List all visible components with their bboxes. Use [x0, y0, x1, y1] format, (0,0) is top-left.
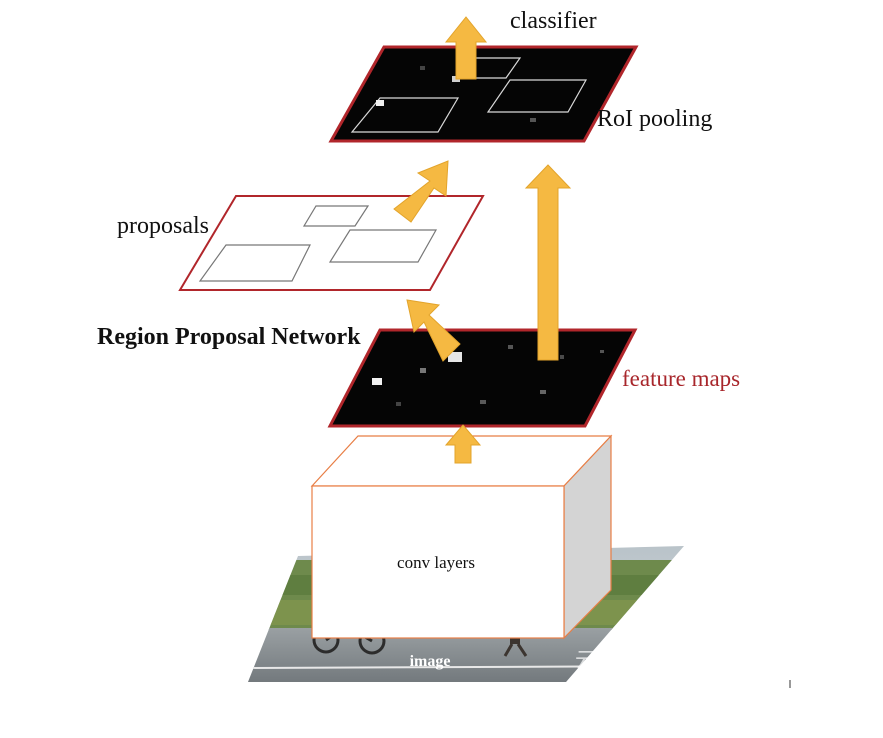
- rpn-label: Region Proposal Network: [97, 324, 361, 350]
- proposal-box: [328, 229, 438, 263]
- feature-maps-plane: [327, 328, 638, 428]
- proposals-plane: [178, 195, 485, 291]
- proposal-box: [198, 244, 311, 282]
- feature-activations: [372, 345, 604, 406]
- aliyun-watermark: 云栖社区 yq.aliyun.com: [575, 648, 804, 673]
- classifier-label: classifier: [510, 8, 597, 34]
- roi-box: [486, 79, 588, 113]
- arrow-to-classifier: [444, 16, 488, 80]
- arrow-rpn: [406, 299, 461, 362]
- conv-box-front: [311, 485, 565, 639]
- roi-box: [350, 97, 460, 133]
- proposal-box: [302, 205, 370, 227]
- image-label: image: [410, 653, 451, 670]
- arrow-conv-to-features: [444, 424, 482, 464]
- arrow-proposals-to-roi: [393, 160, 449, 223]
- arrow-features-to-roi: [524, 164, 572, 361]
- roi-pooling-label: RoI pooling: [597, 106, 712, 132]
- proposals-label: proposals: [117, 213, 209, 239]
- conv-layers-box: conv layers: [310, 434, 613, 640]
- roi-pooling-plane: [328, 45, 639, 143]
- feature-maps-label: feature maps: [622, 366, 740, 391]
- csdn-watermark: https://blog.csdn.net/yunqiinsight: [640, 714, 843, 730]
- conv-layers-label: conv layers: [397, 553, 475, 572]
